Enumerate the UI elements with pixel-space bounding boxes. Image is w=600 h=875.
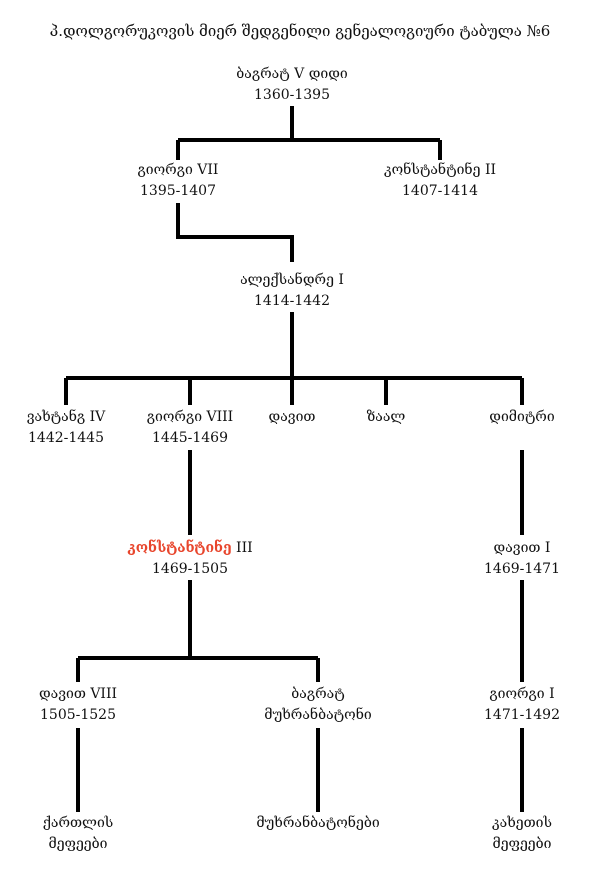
- node-mukhranbatonebi: მუხრანბატონები: [228, 813, 408, 834]
- node-name: დიმიტრი: [489, 409, 555, 425]
- node-name: ვახტანგ IV: [26, 409, 106, 425]
- node-konstantine-ii: კონსტანტინე II 1407-1414: [350, 160, 530, 202]
- node-years: 1469-1505: [152, 561, 228, 577]
- node-line2: მეფეები: [48, 836, 108, 852]
- node-years: 1360-1395: [254, 87, 330, 103]
- node-zaal: ზაალ: [296, 407, 476, 428]
- node-years: 1407-1414: [402, 183, 478, 199]
- node-years: 1445-1469: [152, 430, 228, 446]
- node-bagrat-v: ბაგრატ V დიდი 1360-1395: [202, 64, 382, 106]
- node-name: დავით VIII: [38, 686, 118, 702]
- node-name: გიორგი I: [489, 686, 555, 702]
- node-davit-i: დავით I 1469-1471: [432, 538, 600, 580]
- node-years: 1469-1471: [484, 561, 560, 577]
- node-name: გიორგი VIII: [146, 409, 234, 425]
- node-name: ალექსანდრე I: [240, 272, 344, 288]
- line-aleksandre-children: [64, 312, 524, 405]
- node-line1: ქართლის: [42, 815, 114, 831]
- node-name: დავით: [268, 409, 316, 425]
- node-years: 1442-1445: [28, 430, 104, 446]
- node-years: 1395-1407: [140, 183, 216, 199]
- node-dimitri: დიმიტრი: [432, 407, 600, 428]
- node-konstantine-iii: კონსტანტინე III 1469-1505: [100, 538, 280, 580]
- node-years: 1505-1525: [40, 707, 116, 723]
- node-numeral: III: [236, 540, 253, 556]
- node-years: 1471-1492: [484, 707, 560, 723]
- node-giorgi-viii: გიორგი VIII 1445-1469: [100, 407, 280, 449]
- node-line2: მეფეები: [492, 836, 552, 852]
- node-name: ბაგრატ V დიდი: [236, 66, 348, 82]
- node-bagrat-mukhranbatoni: ბაგრატ მუხრანბატონი: [228, 684, 408, 726]
- node-name: დავით I: [493, 540, 551, 556]
- node-name: მუხრანბატონები: [256, 815, 380, 831]
- node-years: 1414-1442: [254, 293, 330, 309]
- node-name: ბაგრატ: [291, 686, 345, 702]
- node-davit: დავით: [202, 407, 382, 428]
- node-line1: კახეთის: [491, 815, 552, 831]
- line-giorgi7-aleksandre: [176, 203, 294, 262]
- node-kakheti-kings: კახეთის მეფეები: [432, 813, 600, 855]
- node-name: კონსტანტინე II: [383, 162, 496, 178]
- node-vakhtang-iv: ვახტანგ IV 1442-1445: [0, 407, 156, 449]
- node-giorgi-i: გიორგი I 1471-1492: [432, 684, 600, 726]
- diagram-title: პ.დოლგორუკოვის მიერ შედგენილი გენეალოგიუ…: [49, 22, 551, 40]
- highlighted-name: კონსტანტინე: [127, 540, 232, 556]
- node-aleksandre-i: ალექსანდრე I 1414-1442: [202, 270, 382, 312]
- node-kartli-kings: ქართლის მეფეები: [0, 813, 168, 855]
- node-name: გიორგი VII: [137, 162, 219, 178]
- node-davit-viii: დავით VIII 1505-1525: [0, 684, 168, 726]
- node-giorgi-vii: გიორგი VII 1395-1407: [88, 160, 268, 202]
- line-konstantine3-children: [76, 580, 320, 682]
- line-bagrat-children: [176, 106, 442, 160]
- node-title: მუხრანბატონი: [264, 707, 372, 723]
- node-name: ზაალ: [366, 409, 406, 425]
